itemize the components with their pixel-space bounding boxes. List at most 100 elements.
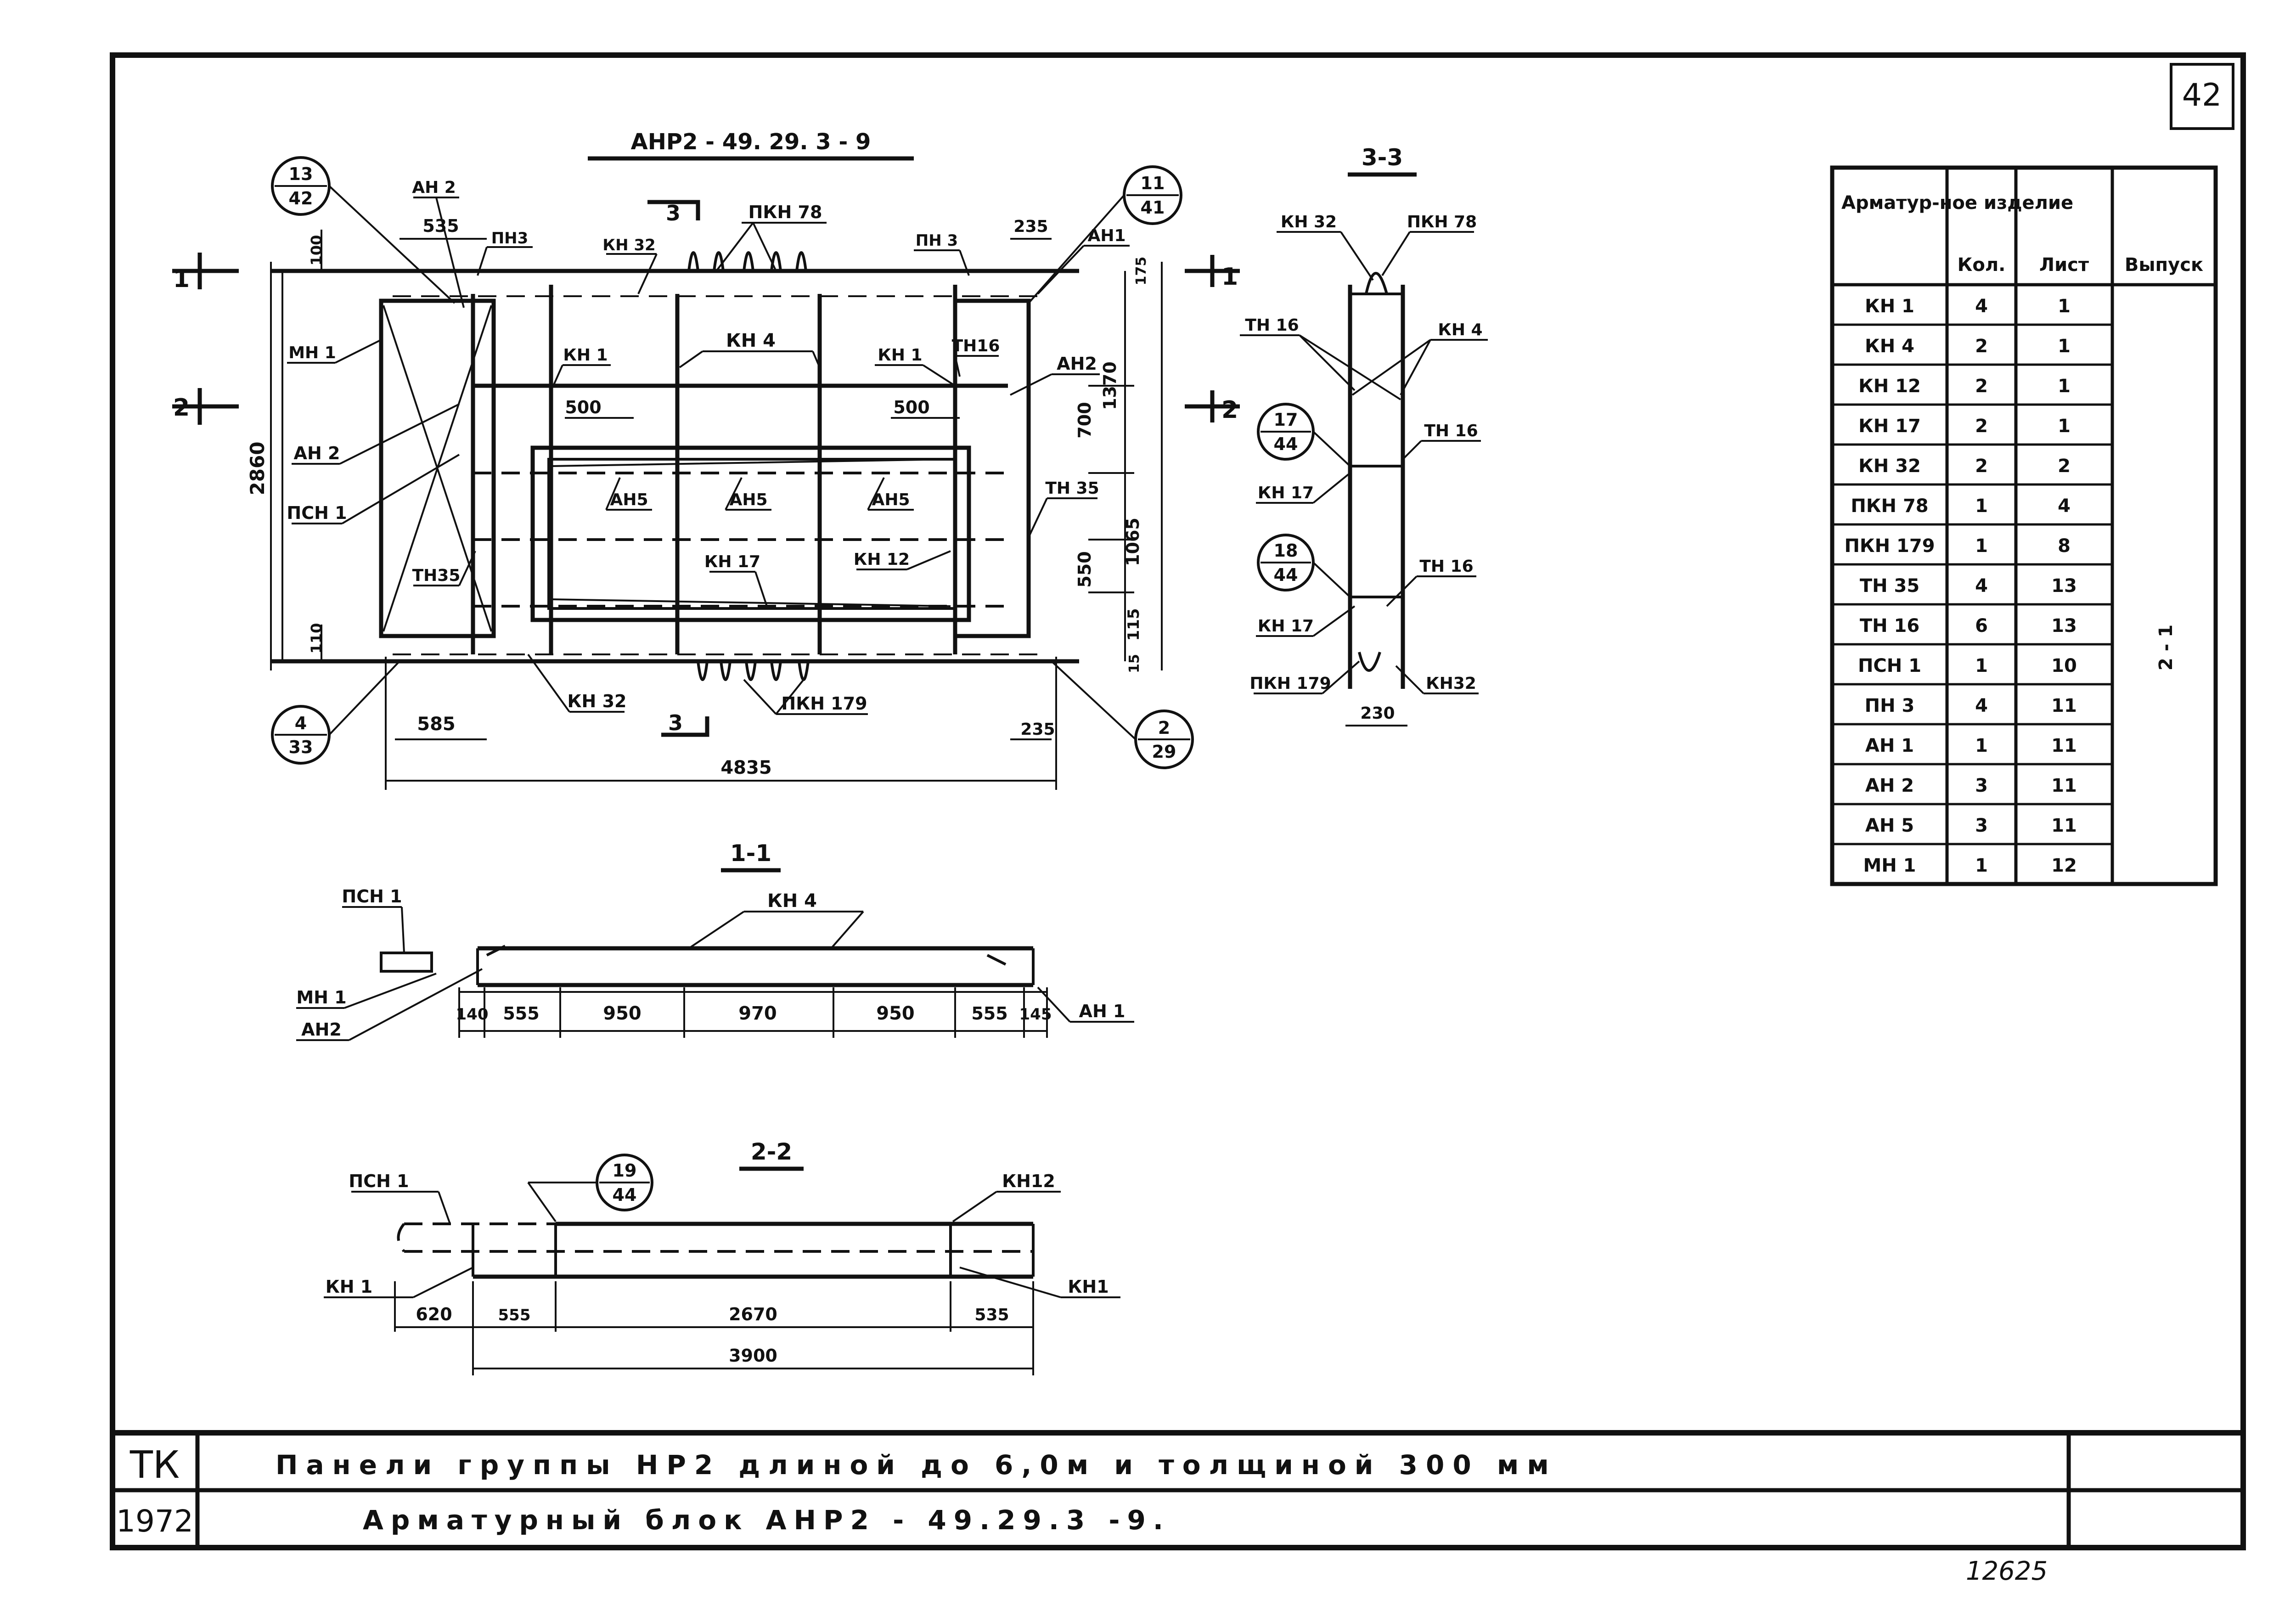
label-33-pkh78: ПКН 78 [1407,213,1477,231]
spec-row-qty: 1 [1975,735,1988,756]
spec-row-qty: 2 [1975,336,1988,357]
section-3-3: 3-3 230 17 44 18 44 КН 32 ПКН 78 ТН 16 [1240,144,1488,726]
spec-row-qty: 6 [1975,615,1988,636]
spec-row-sheet: 2 [2058,456,2071,477]
spec-row-sheet: 4 [2058,496,2071,517]
label-22-kh12: КН12 [1002,1171,1055,1191]
dim-230: 230 [1360,704,1395,723]
dim-11-145: 145 [1019,1005,1052,1024]
dim-22-620: 620 [416,1304,452,1324]
spec-header-sheet: Лист [2039,254,2089,276]
sheet-frame [110,52,2246,1550]
svg-text:44: 44 [613,1185,637,1205]
title-year: 1972 [116,1504,193,1539]
label-ah1-top: АН1 [1087,226,1125,245]
spec-row-item: ТН 16 [1860,615,1919,636]
spec-row-item: ПКН 78 [1851,496,1928,517]
title-block: ТК 1972 Панели группы НР2 длиной до 6,0м… [113,1430,2243,1548]
svg-text:41: 41 [1141,197,1165,218]
label-pkh179: ПКН 179 [781,693,867,714]
dim-585: 585 [417,714,456,735]
spec-row-qty: 1 [1975,535,1988,557]
svg-text:44: 44 [1274,434,1298,454]
spec-row-sheet: 11 [2051,815,2077,836]
label-ah5-1: АН5 [610,490,648,509]
label-ah2-top: АН 2 [412,178,456,197]
dim-11-555-b: 555 [971,1003,1007,1024]
dim-500-left: 500 [565,397,601,417]
label-ah5-3: АН5 [872,490,910,509]
section-1-1: 1-1 140 555 950 970 950 555 145 ПСН 1 КН… [296,840,1134,1041]
callout-2-29: 2 29 [1051,660,1194,769]
dim-11-140: 140 [456,1005,489,1024]
dim-235-bottom: 235 [1020,720,1055,739]
label-kh1-right: КН 1 [878,346,922,365]
label-kh12: КН 12 [854,550,910,569]
section-3-3-title: 3-3 [1362,144,1403,171]
svg-text:29: 29 [1152,742,1176,762]
label-kh1-left: КН 1 [563,346,608,365]
label-11-ah2: АН2 [301,1019,342,1040]
label-33-kh32-b: КН32 [1426,674,1476,693]
spec-row-item: МН 1 [1863,855,1916,876]
dim-22-535: 535 [974,1306,1009,1324]
spec-row-item: КН 12 [1858,376,1921,397]
spec-issue-value: 2 - 1 [2155,625,2177,670]
svg-text:42: 42 [289,188,313,208]
dim-110: 110 [308,623,325,654]
title-line-1: Панели группы НР2 длиной до 6,0м и толщи… [276,1449,1557,1481]
spec-row-item: КН 1 [1865,296,1914,317]
spec-row-item: АН 2 [1865,775,1914,796]
spec-row-sheet: 1 [2058,296,2071,317]
section-1-1-title: 1-1 [730,840,771,867]
label-mh1: МН 1 [288,344,336,362]
stamp-number: 12625 [1966,1556,2048,1586]
svg-text:11: 11 [1141,173,1165,193]
spec-row-qty: 2 [1975,456,1988,477]
label-ah5-2: АН5 [729,490,767,509]
spec-row-item: КН 4 [1865,336,1914,357]
spec-row-item: АН 1 [1865,735,1914,756]
label-11-kh4: КН 4 [767,890,817,912]
label-33-pkh179: ПКН 179 [1249,674,1331,693]
label-ah2-left: АН 2 [294,443,340,463]
dim-22-3900: 3900 [729,1346,777,1366]
spec-row-qty: 3 [1975,775,1988,796]
spec-row-sheet: 8 [2058,535,2071,557]
dim-11-970: 970 [738,1003,777,1024]
dim-22-555: 555 [498,1306,531,1324]
dim-115: 115 [1125,608,1143,641]
label-22-pch1: ПСН 1 [349,1171,409,1191]
svg-text:17: 17 [1274,410,1298,430]
spec-row-sheet: 13 [2051,615,2077,636]
dim-11-950-b: 950 [876,1003,915,1024]
dim-22-2670: 2670 [729,1304,777,1324]
dim-1370: 1370 [1100,361,1120,410]
dim-4835: 4835 [720,757,771,778]
callout-18-44: 18 44 [1257,534,1351,598]
label-ph3-right: ПН 3 [916,231,958,250]
label-pch1: ПСН 1 [287,503,347,523]
spec-row-qty: 4 [1975,296,1988,317]
label-ph3-left: ПН3 [491,229,529,248]
svg-text:2: 2 [1158,718,1170,738]
label-11-mh1: МН 1 [296,987,346,1008]
dim-550: 550 [1075,551,1095,587]
spec-header-item: Арматур-ное изделие [1841,192,2073,214]
label-33-kh32: КН 32 [1281,213,1337,231]
spec-header-issue: Выпуск [2125,254,2203,276]
title-line-2: Арматурный блок АНР2 - 49.29.3 -9. [363,1504,1171,1536]
callout-19-44: 19 44 [527,1154,653,1222]
spec-row-item: АН 5 [1865,815,1914,836]
spec-row-qty: 4 [1975,575,1988,597]
spec-row-sheet: 11 [2051,695,2077,716]
label-pkh78: ПКН 78 [748,202,822,222]
title-code: ТК [129,1443,180,1487]
section-2-2-title: 2-2 [751,1138,792,1165]
spec-row-sheet: 1 [2058,336,2071,357]
label-33-th16-b: ТН 16 [1424,422,1478,440]
callout-4-33: 4 33 [271,660,400,765]
svg-text:19: 19 [613,1160,637,1181]
label-33-kh4: КН 4 [1438,321,1482,339]
dim-15: 15 [1126,654,1142,673]
